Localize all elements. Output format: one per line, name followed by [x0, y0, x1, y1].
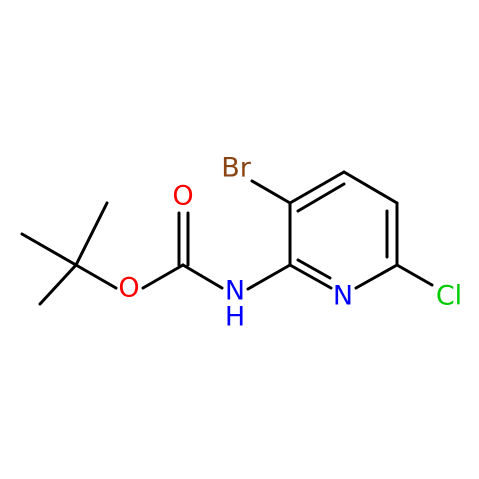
bond-c3-c4-inner — [296, 182, 346, 213]
bond-c3-c4 — [288, 170, 346, 205]
bond-cq-me2 — [74, 201, 109, 267]
bond-nh-carbonyl-c — [181, 263, 224, 290]
atom-o-carbonyl: O — [172, 181, 193, 212]
bond-n1-c2-inner — [296, 258, 332, 280]
bond-c4-c5 — [342, 170, 399, 205]
bond-cq-me1 — [20, 232, 78, 267]
bond-carbonyl-c-oester — [141, 263, 185, 290]
atom-o-ester: O — [118, 273, 139, 304]
atom-n-ring: N — [333, 281, 353, 312]
bond-n1-c2 — [288, 263, 333, 290]
bond-c3-br — [250, 179, 292, 205]
bond-c6-cl — [395, 263, 434, 287]
bonds — [20, 170, 434, 306]
bond-c2-nh — [246, 263, 292, 291]
atom-n-amide: N — [225, 276, 245, 307]
bond-c6-n1 — [354, 263, 399, 290]
bond-oester-cq — [74, 263, 118, 290]
atom-cl: Cl — [436, 281, 462, 312]
atom-br: Br — [221, 153, 252, 184]
bond-cq-me3 — [38, 263, 78, 306]
atom-h-amide: H — [225, 302, 245, 333]
atom-labels: Br N Cl N H O O — [118, 153, 462, 333]
